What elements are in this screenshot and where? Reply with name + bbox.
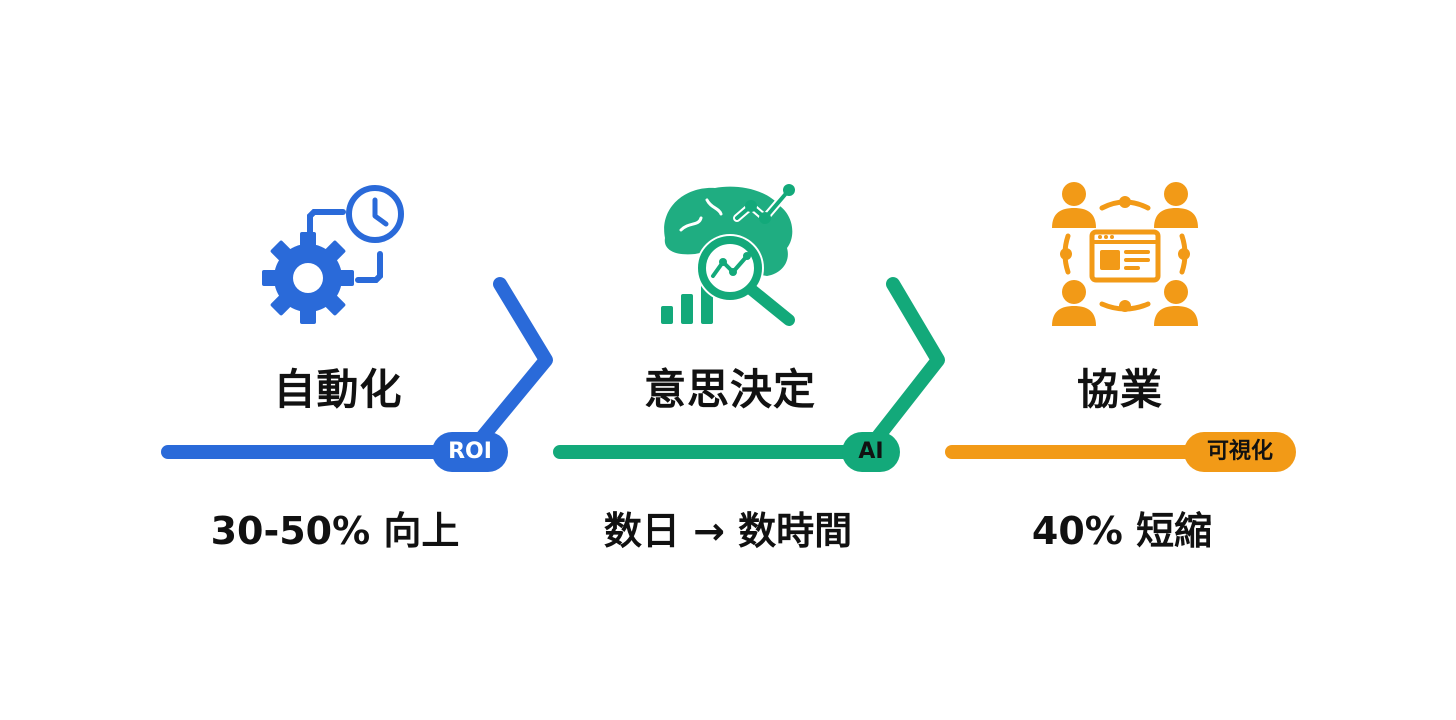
- step-1-badge: ROI: [432, 432, 508, 472]
- step-2-metric: 数日 → 数時間: [603, 509, 853, 553]
- team-collaboration-icon: [1050, 180, 1200, 328]
- step-1-metric: 30-50% 向上: [210, 509, 460, 553]
- step-3-metric: 40% 短縮: [1031, 509, 1213, 553]
- brain-analytics-icon: [655, 178, 805, 328]
- step-1-title: 自動化: [273, 365, 403, 414]
- step-2-line: [553, 277, 945, 459]
- step-3-title: 協業: [1076, 365, 1163, 414]
- step-2-badge: AI: [842, 432, 900, 472]
- gear-clock-icon: [258, 178, 418, 328]
- step-1-line: [161, 277, 553, 459]
- step-2-title: 意思決定: [643, 365, 816, 414]
- step-3-badge: 可視化: [1184, 432, 1296, 472]
